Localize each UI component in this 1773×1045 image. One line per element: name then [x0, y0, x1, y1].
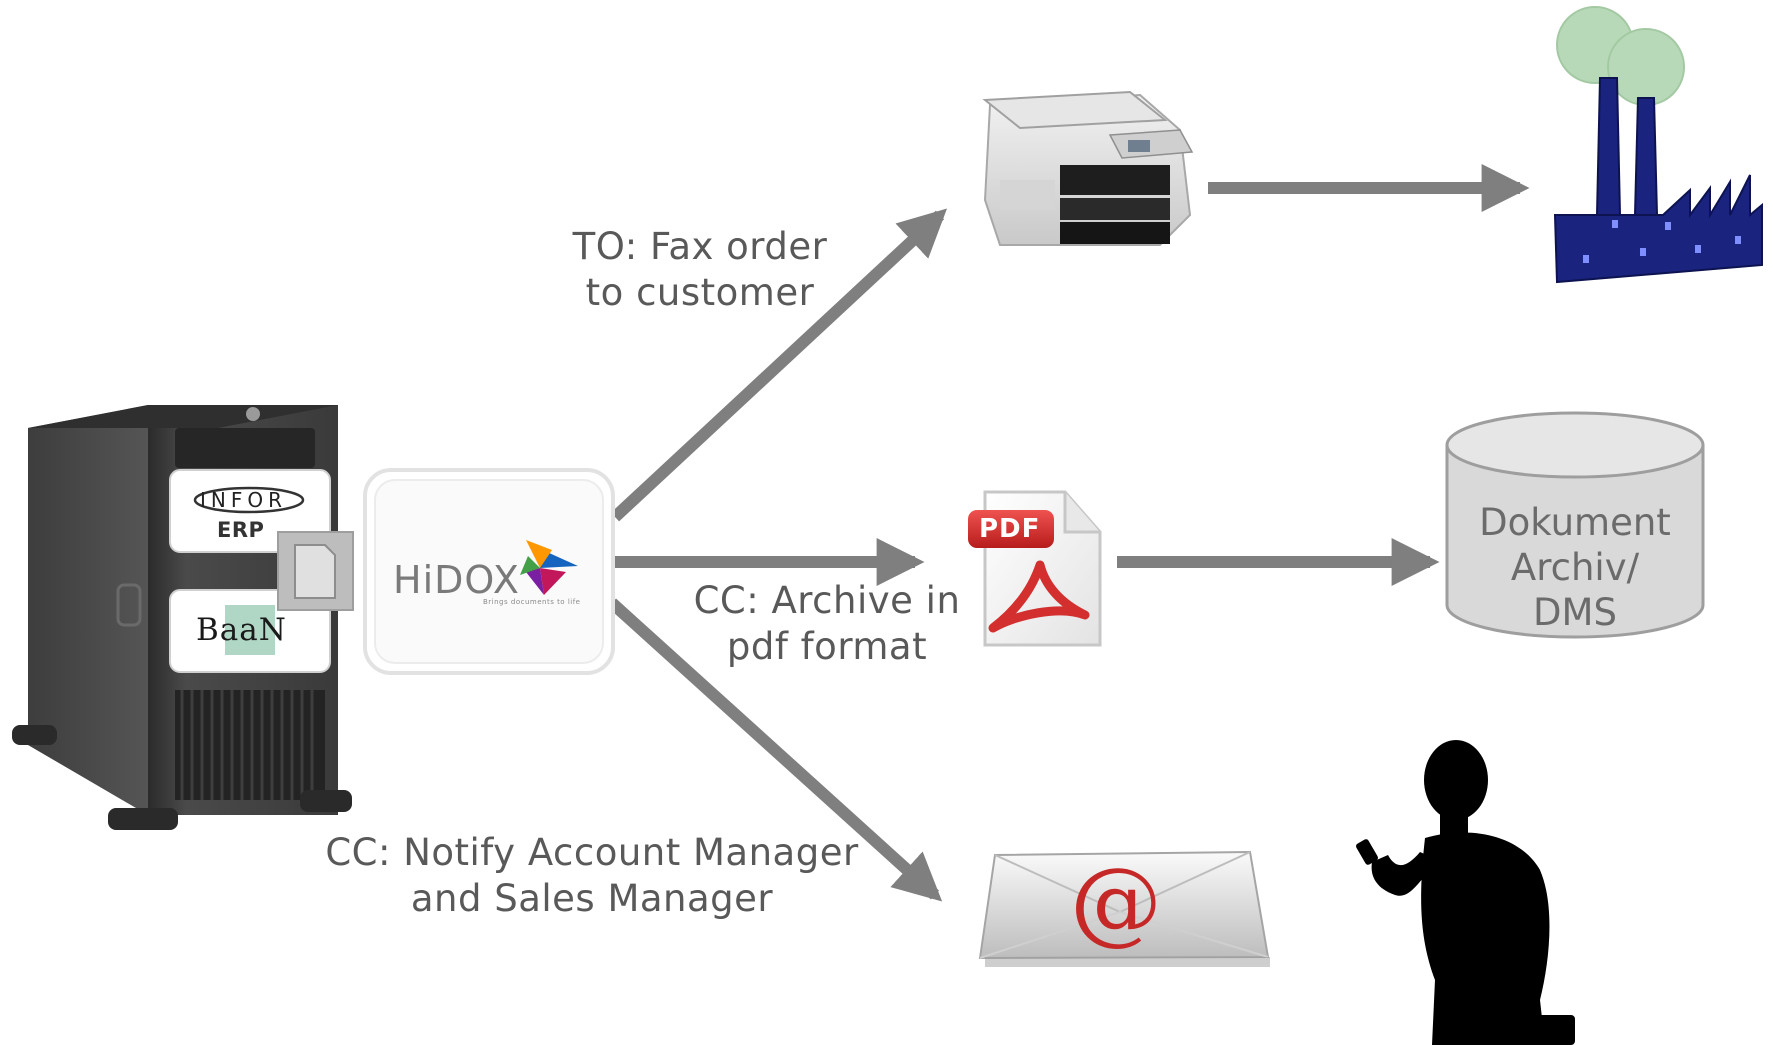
pdf-badge-text: PDF — [979, 514, 1041, 544]
archive-flow-label-line2: pdf format — [726, 625, 928, 668]
server-grille — [175, 690, 325, 800]
archive-label-line2: Archiv/ — [1510, 546, 1640, 589]
infor-logo-text: INFOR — [200, 488, 288, 512]
hidox-tagline: Brings documents to life — [483, 598, 581, 606]
notify-label-line2: and Sales Manager — [410, 877, 774, 920]
baan-logo-text: BaaN — [196, 612, 287, 648]
notify-label-line1: CC: Notify Account Manager — [325, 831, 859, 874]
archive-flow-label-line1: CC: Archive in — [693, 579, 961, 622]
hidox-logo-text: HiDOX — [393, 558, 520, 602]
document-icon — [277, 531, 354, 611]
archive-label-line1: Dokument — [1479, 501, 1671, 544]
arrow-to-email — [607, 598, 943, 902]
email-at-symbol: @ — [1070, 848, 1163, 955]
infor-erp-text: ERP — [217, 518, 265, 542]
archive-label-line3: DMS — [1533, 591, 1617, 634]
pdf-badge — [968, 510, 1054, 548]
arrow-to-fax — [610, 208, 948, 522]
acrobat-symbol-icon — [988, 560, 1090, 633]
hidox-logo-mark — [520, 540, 578, 595]
fax-label-line1: TO: Fax order — [572, 225, 828, 268]
fax-label-line2: to customer — [585, 271, 815, 314]
